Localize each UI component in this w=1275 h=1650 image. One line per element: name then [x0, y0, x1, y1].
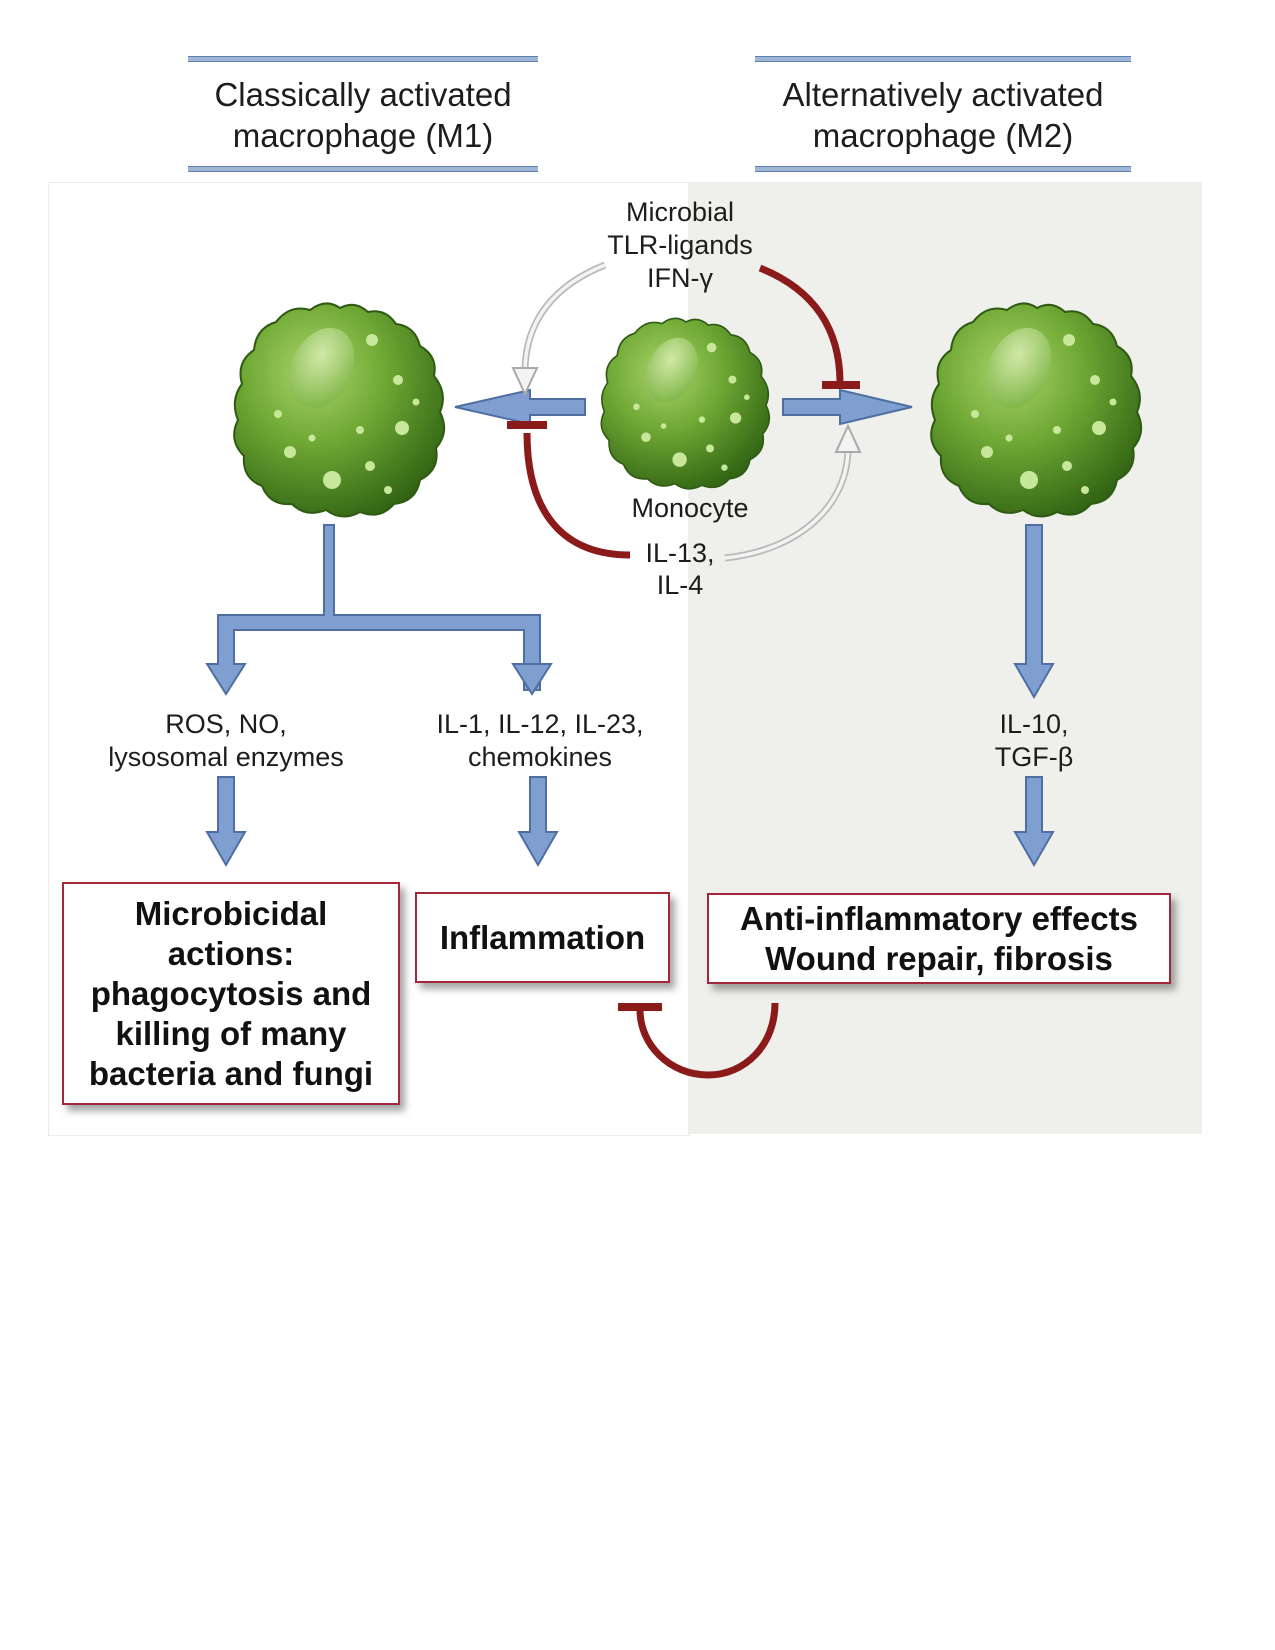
il4-inhibits-m1-bar: [507, 421, 547, 429]
anti-inflammatory-inhibits-inflammation-arc: [636, 1002, 779, 1079]
microbicidal-outcome-box: Microbicidal actions: phagocytosis and k…: [62, 882, 400, 1105]
m1-product-cytokines-label: IL-1, IL-12, IL-23, chemokines: [400, 708, 680, 774]
m1-inducers-label: Microbial TLR-ligands IFN-γ: [580, 196, 780, 295]
monocyte-cell: [600, 317, 771, 490]
m2-to-il10-arrow: [1013, 524, 1055, 700]
anti-inflammatory-line2: Wound repair, fibrosis: [765, 939, 1113, 977]
m1-branch-arrowhead-right: [511, 663, 553, 696]
m1-product-ros-line1: ROS, NO,: [165, 709, 287, 739]
anti-inflammatory-line1: Anti-inflammatory effects: [740, 899, 1138, 937]
m2-product-line2: TGF-β: [994, 742, 1074, 772]
microbicidal-line5: bacteria and fungi: [88, 1054, 374, 1092]
ifn-inhibits-m2-arc: [758, 264, 844, 384]
m1-header-line2: macrophage (M1): [232, 117, 494, 154]
m2-header-line1: Alternatively activated: [782, 76, 1104, 113]
il10-to-anti-inflammatory-arrow: [1013, 776, 1055, 868]
m1-inducers-line1: Microbial: [625, 197, 735, 227]
cytokines-to-inflammation-arrow: [517, 776, 559, 868]
m1-output-branch: [205, 524, 552, 696]
microbicidal-line1: Microbicidal: [134, 894, 328, 932]
m2-header-line2: macrophage (M2): [812, 117, 1074, 154]
m1-macrophage-cell: [233, 302, 446, 518]
m1-inducers-line3: IFN-γ: [647, 263, 713, 293]
m1-inducers-line2: TLR-ligands: [607, 230, 753, 260]
m2-stimulation-arrowhead: [834, 423, 862, 453]
anti-inflammatory-inhibition-bar: [618, 1003, 662, 1011]
m2-header-top-rule: [755, 56, 1131, 62]
microbicidal-line4: killing of many: [115, 1014, 347, 1052]
monocyte-label: Monocyte: [631, 493, 749, 523]
anti-inflammatory-outcome-box: Anti-inflammatory effects Wound repair, …: [707, 893, 1171, 984]
m1-product-cytokines-line2: chemokines: [467, 742, 613, 772]
microbicidal-line3: phagocytosis and: [90, 974, 372, 1012]
il4-inhibits-m1-arc: [523, 432, 631, 559]
m1-header-line1: Classically activated: [214, 76, 512, 113]
m1-product-cytokines-line1: IL-1, IL-12, IL-23,: [436, 709, 644, 739]
m2-inducers-line1: IL-13,: [645, 538, 715, 568]
monocyte-to-m1-arrow: [454, 388, 586, 426]
m1-header-bottom-rule: [188, 166, 538, 172]
m1-stimulation-arrowhead: [511, 367, 539, 397]
microbicidal-line2: actions:: [167, 934, 295, 972]
m2-product-label: IL-10, TGF-β: [954, 708, 1114, 774]
m2-inducers-line2: IL-4: [656, 570, 704, 600]
m1-header: Classically activated macrophage (M1): [188, 56, 538, 172]
m1-header-top-rule: [188, 56, 538, 62]
m2-header: Alternatively activated macrophage (M2): [755, 56, 1131, 172]
monocyte-to-m2-arrow: [782, 388, 913, 426]
inflammation-outcome-box: Inflammation: [415, 892, 670, 983]
m1-product-ros-line2: lysosomal enzymes: [108, 742, 344, 772]
m2-macrophage-cell: [930, 302, 1143, 518]
m1-product-ros-label: ROS, NO, lysosomal enzymes: [76, 708, 376, 774]
m2-inducers-label: IL-13, IL-4: [630, 537, 730, 601]
m2-header-bottom-rule: [755, 166, 1131, 172]
m2-product-line1: IL-10,: [999, 709, 1069, 739]
ros-to-microbicidal-arrow: [205, 776, 247, 868]
ifn-inhibits-m2-bar: [822, 381, 860, 389]
